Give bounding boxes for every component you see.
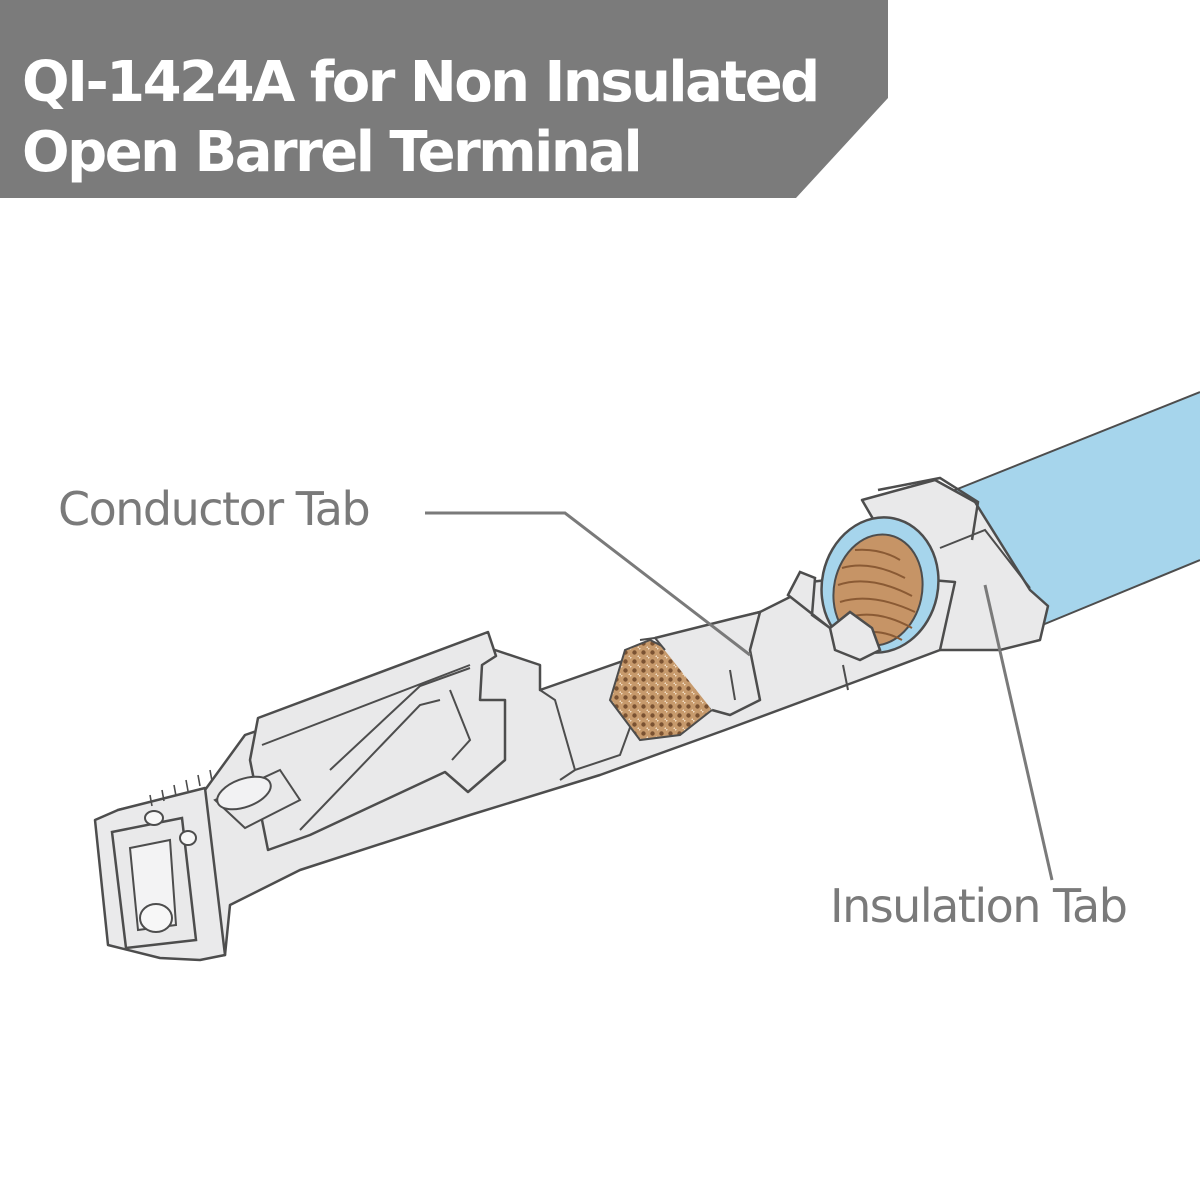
title-line-1: QI-1424A for Non Insulated [22, 50, 820, 115]
page-title: QI-1424A for Non Insulated Open Barrel T… [22, 48, 820, 188]
insulation-tab-label: Insulation Tab [830, 879, 1128, 933]
conductor-tab [608, 610, 849, 742]
title-line-2: Open Barrel Terminal [22, 120, 643, 185]
header-background [0, 0, 888, 198]
wire-end [786, 516, 940, 662]
insulation-tab-leader [983, 584, 1054, 881]
conductor-tab-leader [425, 511, 751, 657]
header-banner: QI-1424A for Non Insulated Open Barrel T… [0, 0, 1200, 200]
terminal-body [93, 573, 957, 962]
leader-lines [425, 511, 1054, 881]
conductor-tab-label: Conductor Tab [58, 482, 371, 536]
